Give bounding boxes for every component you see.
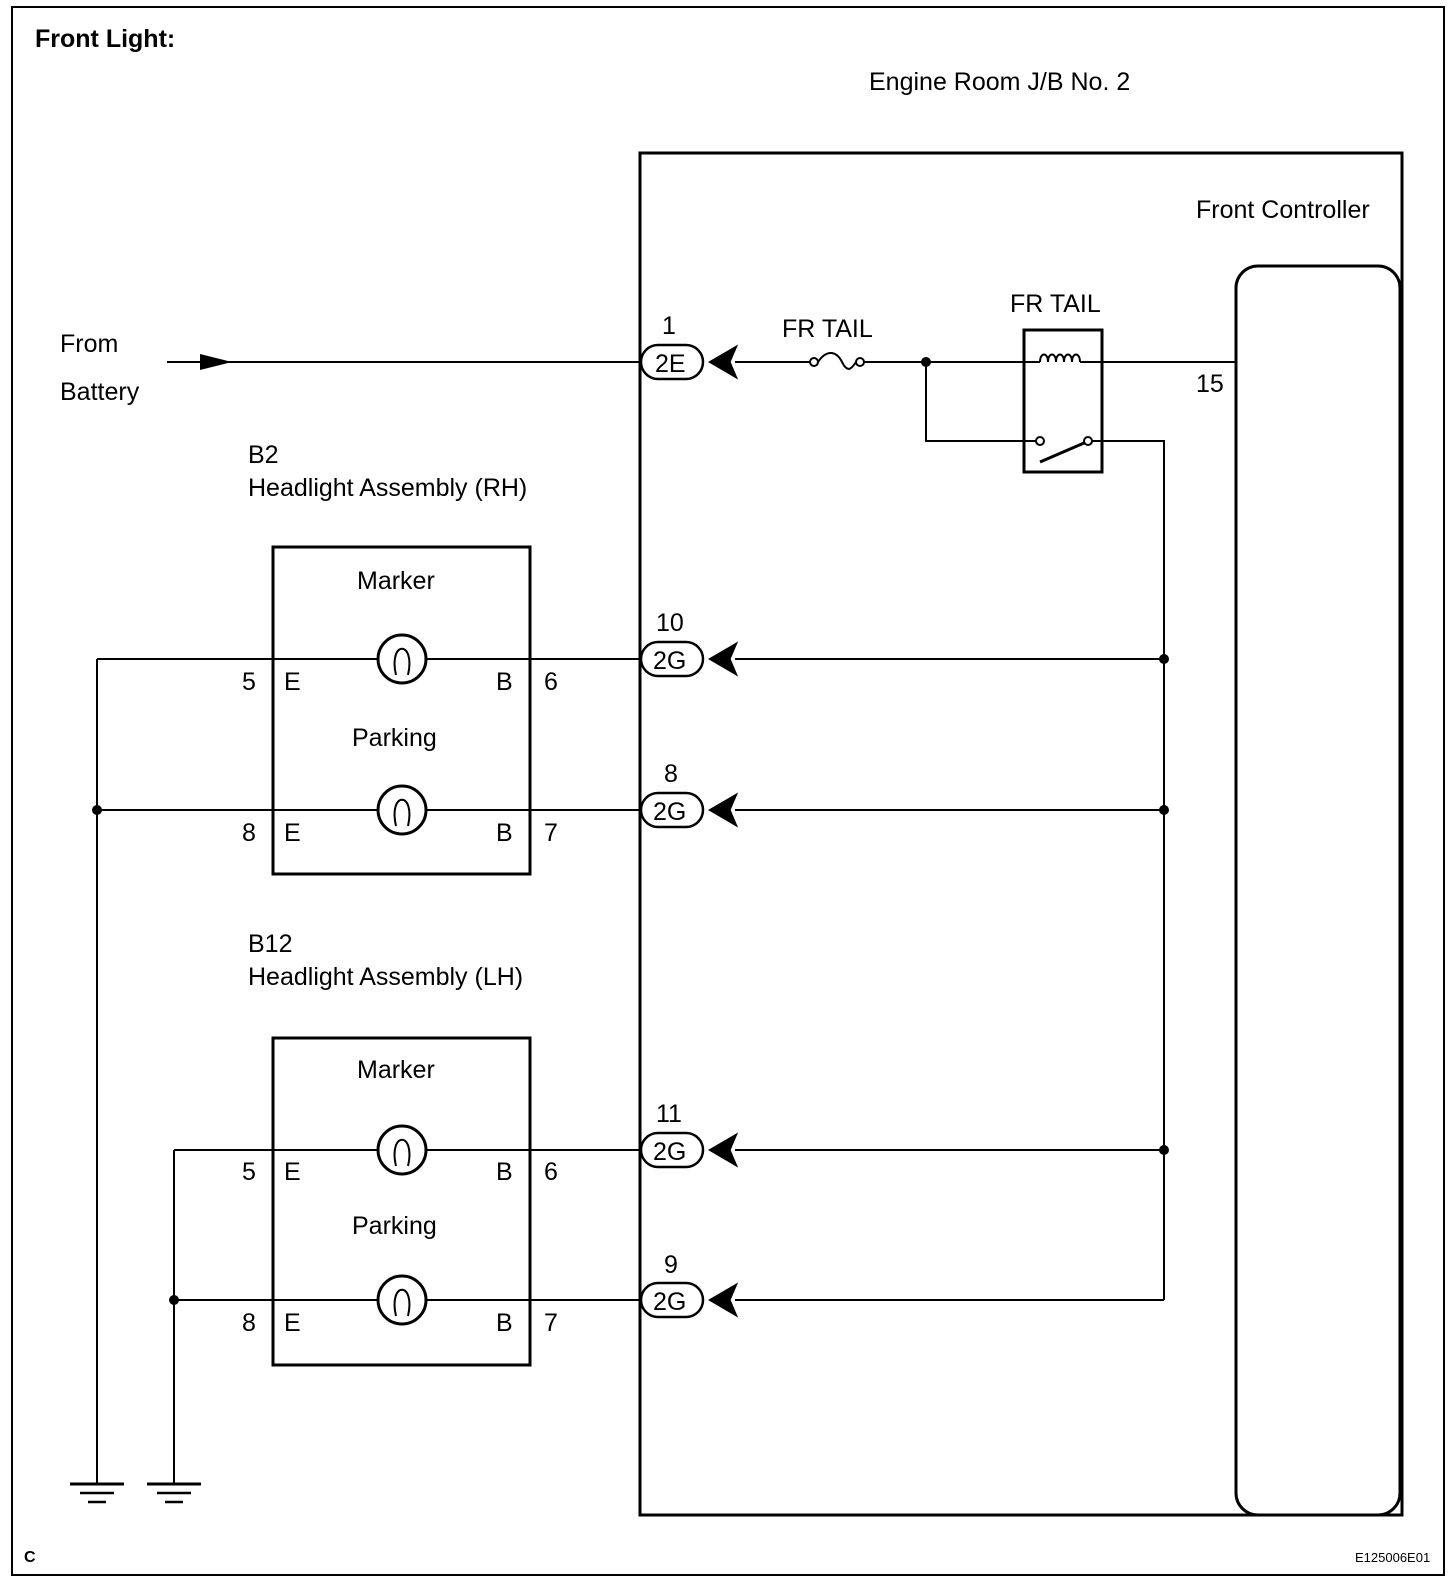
lh-id: B12 — [248, 930, 292, 958]
connector-2g-body — [639, 1281, 705, 1319]
connector-chevron-icon — [708, 1132, 739, 1168]
connector-2g-code: 2G — [653, 1138, 686, 1166]
relay-switch-feed-wire — [925, 362, 1036, 442]
relay-switch-icon — [1035, 436, 1093, 464]
rh-term-e: E — [284, 819, 301, 847]
lh-pin-6: 6 — [544, 1158, 558, 1186]
front-controller-box — [1234, 264, 1402, 1517]
rh-term-b: B — [496, 819, 513, 847]
rh-pin-8: 8 — [242, 819, 256, 847]
rh-pin-5: 5 — [242, 668, 256, 696]
junction-block-label: Engine Room J/B No. 2 — [869, 68, 1130, 96]
bulb-icon — [376, 1274, 428, 1326]
lh-name: Headlight Assembly (LH) — [248, 963, 523, 991]
junction-block-box — [638, 151, 1404, 1517]
lh-term-b: B — [496, 1309, 513, 1337]
lh-parking-label: Parking — [352, 1212, 437, 1240]
connector-pin-8: 8 — [664, 760, 678, 788]
bulb-icon — [376, 784, 428, 836]
bulb-icon — [376, 1124, 428, 1176]
fuse-icon — [809, 352, 865, 370]
connector-2e-code: 2E — [655, 350, 686, 378]
bulb-icon — [376, 633, 428, 685]
connector-chevron-icon — [708, 641, 739, 677]
lh-pin-7: 7 — [544, 1309, 558, 1337]
front-controller-label: Front Controller — [1196, 196, 1370, 224]
battery-label-battery: Battery — [60, 378, 140, 406]
connector-pin-9: 9 — [664, 1251, 678, 1279]
rh-pin-6: 6 — [544, 668, 558, 696]
rh-marker-label: Marker — [357, 567, 435, 595]
lh-pin-5: 5 — [242, 1158, 256, 1186]
rh-name: Headlight Assembly (RH) — [248, 474, 527, 502]
rh-id: B2 — [248, 441, 279, 469]
connector-chevron-icon — [708, 792, 739, 828]
connector-2g-code: 2G — [653, 1288, 686, 1316]
relay-box — [1022, 328, 1104, 474]
lh-term-e: E — [284, 1309, 301, 1337]
lh-term-b: B — [496, 1158, 513, 1186]
ground-icon — [70, 1482, 124, 1504]
lh-marker-label: Marker — [357, 1056, 435, 1084]
rh-parking-label: Parking — [352, 724, 437, 752]
connector-2e-chevron-icon — [708, 344, 739, 380]
battery-arrow-icon — [200, 354, 232, 370]
connector-pin-10: 10 — [656, 609, 684, 637]
rh-pin-7: 7 — [544, 819, 558, 847]
footer-figure-id: E125006E01 — [1355, 1550, 1430, 1565]
rh-headlight-box — [271, 545, 532, 876]
connector-2g-body — [639, 640, 705, 678]
lh-term-e: E — [284, 1158, 301, 1186]
fuse-label: FR TAIL — [782, 315, 873, 343]
relay-output-wire — [1092, 440, 1165, 1300]
connector-2g-body — [639, 791, 705, 829]
page-title: Front Light: — [35, 25, 175, 53]
outer-frame — [11, 6, 1445, 1576]
rh-term-e: E — [284, 668, 301, 696]
lh-pin-8: 8 — [242, 1309, 256, 1337]
ground-icon — [147, 1482, 201, 1504]
connector-2g-code: 2G — [653, 798, 686, 826]
connector-pin-1: 1 — [662, 312, 676, 340]
footer-left-code: C — [24, 1549, 36, 1566]
lh-headlight-box — [271, 1036, 532, 1367]
rh-term-b: B — [496, 668, 513, 696]
controller-pin-15: 15 — [1196, 370, 1224, 398]
connector-2e-body — [639, 343, 705, 381]
connector-chevron-icon — [708, 1282, 739, 1318]
connector-2g-body — [639, 1131, 705, 1169]
connector-2g-code: 2G — [653, 647, 686, 675]
relay-label: FR TAIL — [1010, 290, 1101, 318]
connector-pin-11: 11 — [656, 1100, 682, 1128]
battery-label-from: From — [60, 330, 118, 358]
relay-coil-icon — [1024, 353, 1102, 363]
